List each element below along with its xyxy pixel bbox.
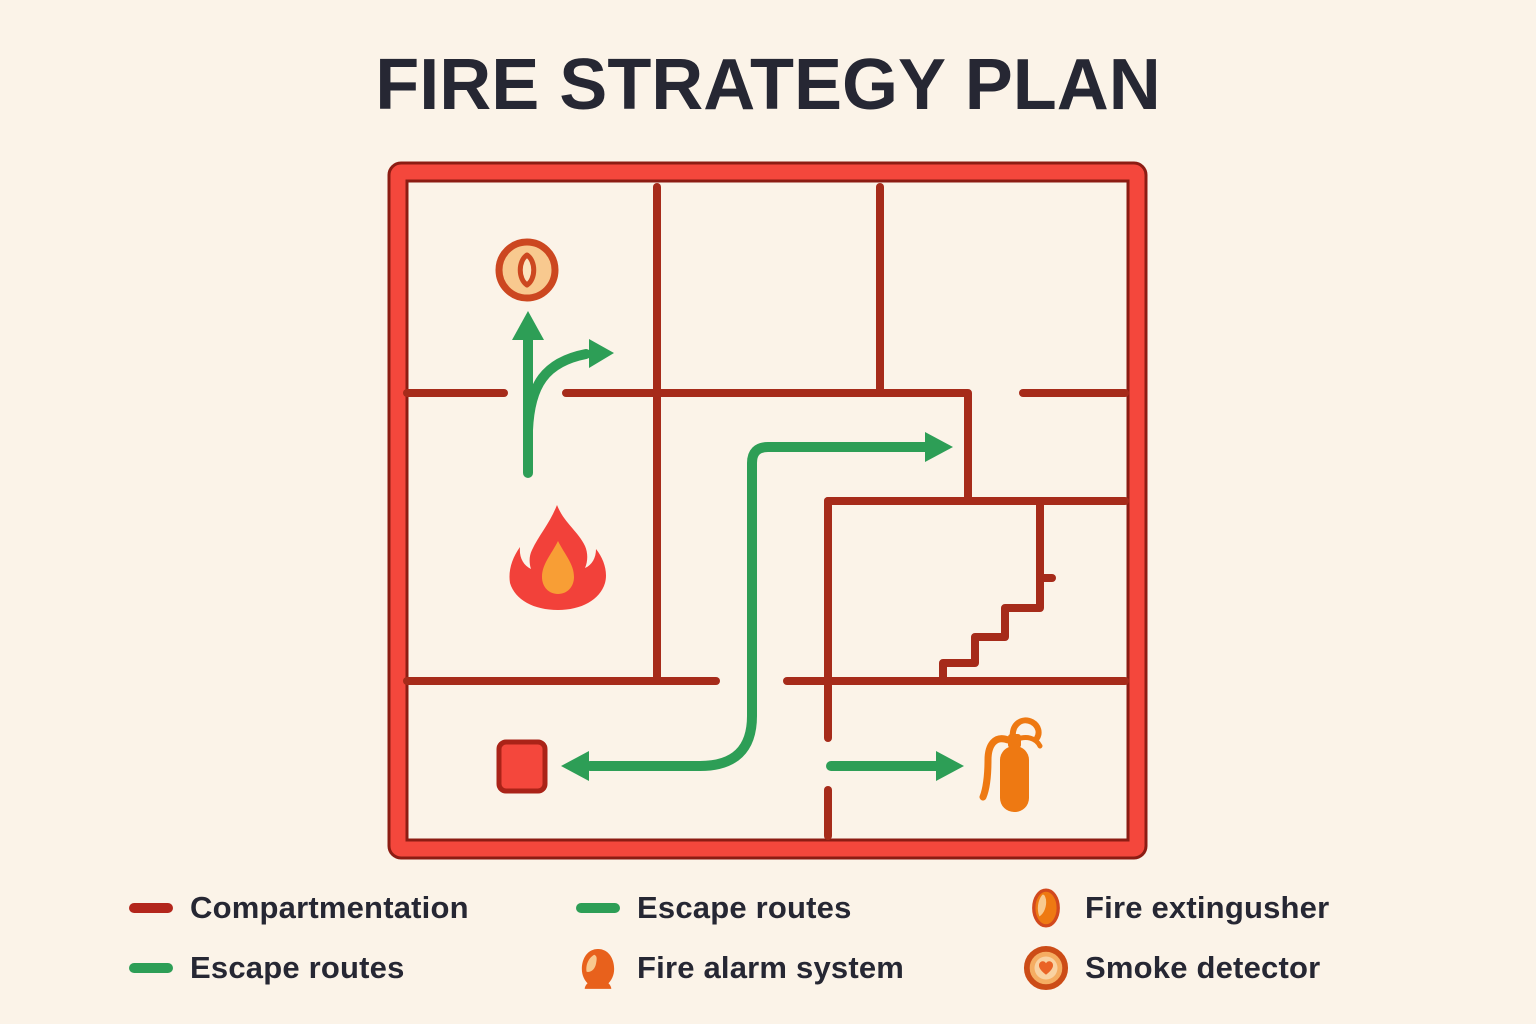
legend-column-3: Fire extingusher Smoke detector (1023, 884, 1329, 1004)
legend-item-fire-extinguisher: Fire extingusher (1023, 884, 1329, 932)
legend-label: Compartmentation (190, 890, 469, 925)
fire-extinguisher-icon (1023, 884, 1069, 932)
legend-label: Fire extingusher (1085, 890, 1330, 925)
building-outline (387, 161, 1148, 860)
fire-extinguisher-icon (979, 717, 1043, 812)
legend-item-fire-alarm: Fire alarm system (575, 944, 904, 992)
smoke-detector-icon (495, 238, 559, 302)
legend: Compartmentation Escape routes Escape ro… (0, 884, 1536, 1014)
legend-label: Fire alarm system (637, 950, 905, 985)
escape-route-up-arrow (512, 311, 614, 478)
exit-square (496, 739, 548, 794)
green-line-swatch (575, 884, 621, 932)
legend-label: Escape routes (190, 950, 405, 985)
legend-column-2: Escape routes Fire alarm system (575, 884, 904, 1004)
smoke-detector-icon (1023, 944, 1069, 992)
green-line-swatch (128, 944, 174, 992)
legend-item-compartmentation: Compartmentation (128, 884, 469, 932)
page-title: FIRE STRATEGY PLAN (375, 45, 1161, 125)
legend-item-smoke-detector: Smoke detector (1023, 944, 1329, 992)
legend-column-1: Compartmentation Escape routes (128, 884, 469, 1004)
legend-label: Smoke detector (1085, 950, 1321, 985)
legend-label: Escape routes (637, 890, 852, 925)
legend-item-escape-routes: Escape routes (128, 944, 469, 992)
escape-route-main (561, 432, 953, 781)
red-line-swatch (128, 884, 174, 932)
escape-route-extinguisher-arrow (826, 751, 964, 781)
compartmentation-walls (403, 183, 1129, 840)
legend-item-escape-routes: Escape routes (575, 884, 904, 932)
fire-alarm-icon (575, 944, 621, 992)
stairs (939, 497, 1056, 685)
fire-icon (509, 505, 606, 610)
